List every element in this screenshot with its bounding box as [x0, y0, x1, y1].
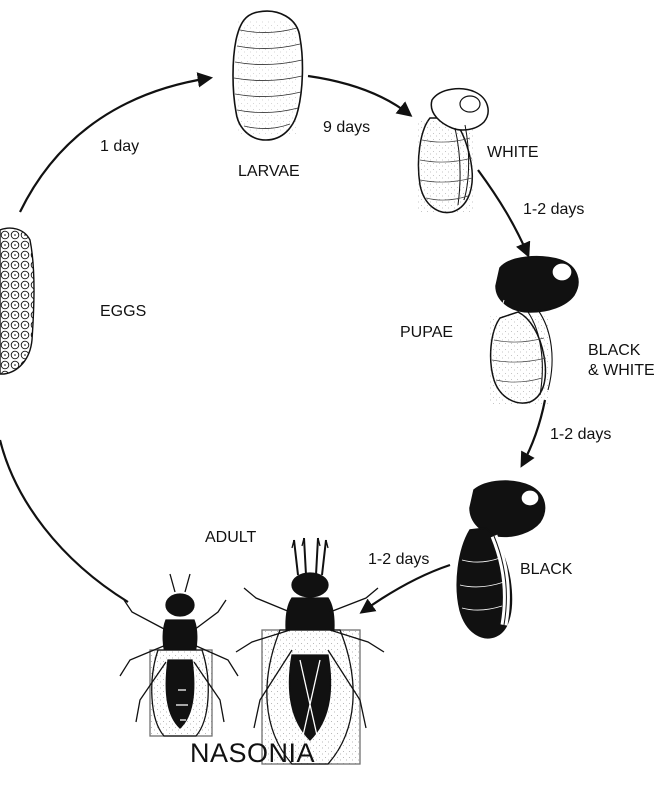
diagram-title: NASONIA: [190, 738, 315, 769]
arrow-black-to-adult: [362, 565, 450, 612]
stage-label-adult: ADULT: [205, 528, 256, 547]
arrow-larvae-to-white: [308, 76, 410, 115]
adult-female-wasp-illustration: [236, 538, 384, 764]
stage-label-black: BLACK: [520, 560, 572, 579]
duration-white-to-black-white: 1-2 days: [523, 200, 584, 219]
larva-illustration: [233, 11, 302, 140]
stage-label-larvae: LARVAE: [238, 162, 300, 181]
duration-black-white-to-black: 1-2 days: [550, 425, 611, 444]
white-pupa-illustration: [418, 89, 488, 213]
stage-label-black-white-line1: BLACK: [588, 341, 640, 360]
adult-male-wasp-illustration: [120, 574, 238, 736]
black-white-pupa-illustration: [490, 257, 578, 404]
stage-label-black-white-line2: & WHITE: [588, 361, 655, 380]
stage-label-pupae: PUPAE: [400, 323, 453, 342]
stage-label-eggs: EGGS: [100, 302, 146, 321]
arrow-black-white-to-black: [522, 400, 545, 465]
arrow-white-to-black-white: [478, 170, 528, 255]
arrow-adult-to-eggs: [0, 440, 128, 602]
duration-eggs-to-larvae: 1 day: [100, 137, 139, 156]
duration-larvae-to-white: 9 days: [323, 118, 370, 137]
stage-label-white: WHITE: [487, 143, 539, 162]
duration-black-to-adult: 1-2 days: [368, 550, 429, 569]
eggs-illustration: [0, 228, 34, 374]
